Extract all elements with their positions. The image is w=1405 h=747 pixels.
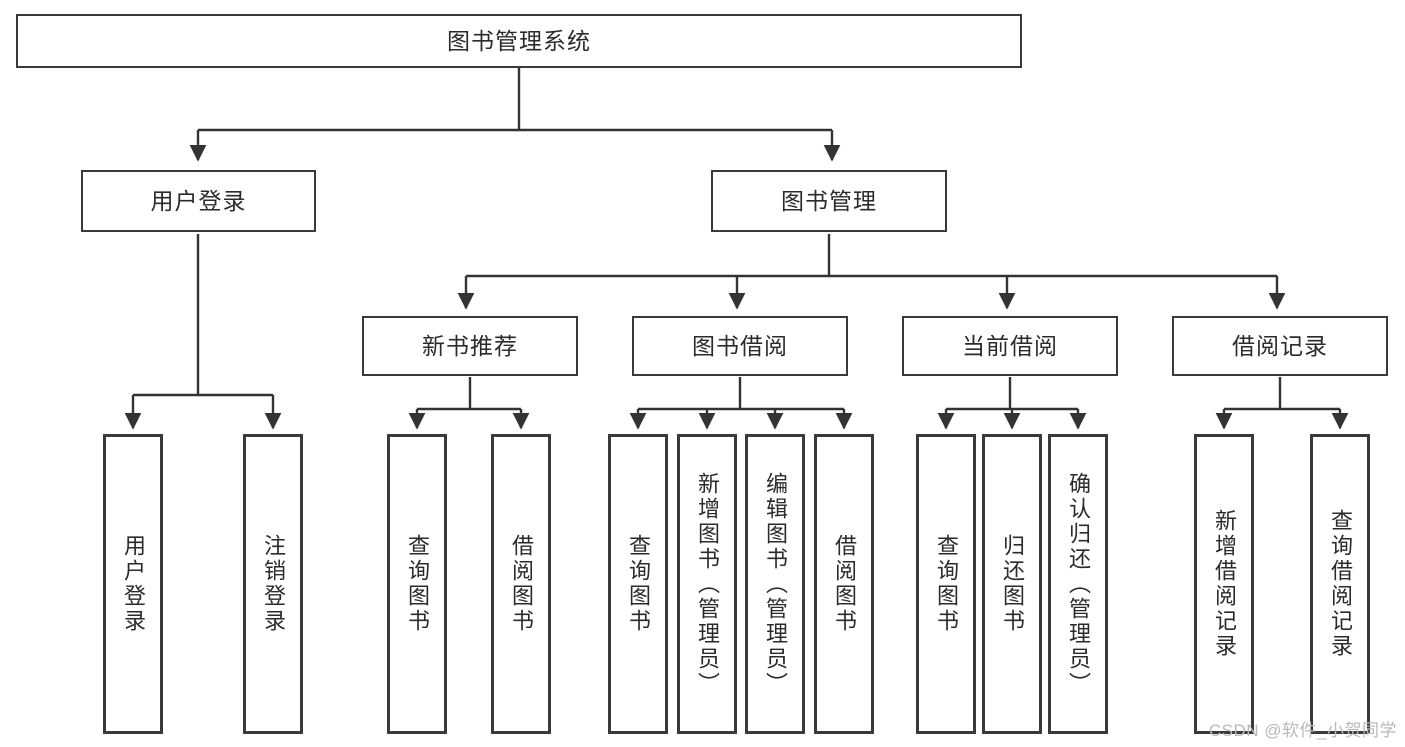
node-label: 用户登录 bbox=[150, 187, 247, 214]
node-book-management[interactable]: 图书管理 bbox=[711, 170, 947, 232]
leaf-query-book-3[interactable]: 查询图书 bbox=[916, 434, 976, 734]
node-label: 借阅记录 bbox=[1232, 332, 1328, 359]
node-label: 查询图书 bbox=[404, 534, 430, 634]
node-label: 图书管理 bbox=[781, 187, 877, 214]
leaf-query-book-2[interactable]: 查询图书 bbox=[608, 434, 668, 734]
leaf-query-borrow-record[interactable]: 查询借阅记录 bbox=[1310, 434, 1370, 734]
node-label: 查询借阅记录 bbox=[1327, 509, 1353, 659]
node-label: 图书管理系统 bbox=[447, 27, 591, 54]
node-label: 当前借阅 bbox=[962, 332, 1058, 359]
node-label: 新增图书（管理员） bbox=[694, 471, 720, 697]
node-label: 新增借阅记录 bbox=[1211, 509, 1237, 659]
node-label: 注销登录 bbox=[260, 534, 286, 634]
leaf-borrow-book-2[interactable]: 借阅图书 bbox=[814, 434, 874, 734]
node-label: 用户登录 bbox=[120, 534, 146, 634]
leaf-borrow-book-1[interactable]: 借阅图书 bbox=[491, 434, 551, 734]
leaf-confirm-return[interactable]: 确认归还（管理员） bbox=[1048, 434, 1108, 734]
node-label: 查询图书 bbox=[933, 534, 959, 634]
node-label: 图书借阅 bbox=[692, 332, 788, 359]
leaf-logout[interactable]: 注销登录 bbox=[243, 434, 303, 734]
leaf-query-book-1[interactable]: 查询图书 bbox=[387, 434, 447, 734]
node-label: 编辑图书（管理员） bbox=[762, 471, 788, 697]
node-borrow-record[interactable]: 借阅记录 bbox=[1172, 316, 1388, 376]
node-new-book-recommend[interactable]: 新书推荐 bbox=[362, 316, 578, 376]
leaf-add-borrow-record[interactable]: 新增借阅记录 bbox=[1194, 434, 1254, 734]
node-label: 确认归还（管理员） bbox=[1065, 471, 1091, 697]
node-current-borrow[interactable]: 当前借阅 bbox=[902, 316, 1118, 376]
node-book-borrow[interactable]: 图书借阅 bbox=[632, 316, 848, 376]
leaf-return-book[interactable]: 归还图书 bbox=[982, 434, 1042, 734]
leaf-edit-book[interactable]: 编辑图书（管理员） bbox=[745, 434, 805, 734]
node-root-system[interactable]: 图书管理系统 bbox=[16, 14, 1022, 68]
node-label: 归还图书 bbox=[999, 534, 1025, 634]
leaf-add-book[interactable]: 新增图书（管理员） bbox=[677, 434, 737, 734]
node-label: 借阅图书 bbox=[508, 534, 534, 634]
node-user-login[interactable]: 用户登录 bbox=[81, 170, 316, 232]
node-label: 查询图书 bbox=[625, 534, 651, 634]
watermark: CSDN @软件_小贺同学 bbox=[1208, 721, 1397, 740]
node-label: 借阅图书 bbox=[831, 534, 857, 634]
node-label: 新书推荐 bbox=[422, 332, 518, 359]
leaf-user-login[interactable]: 用户登录 bbox=[103, 434, 163, 734]
